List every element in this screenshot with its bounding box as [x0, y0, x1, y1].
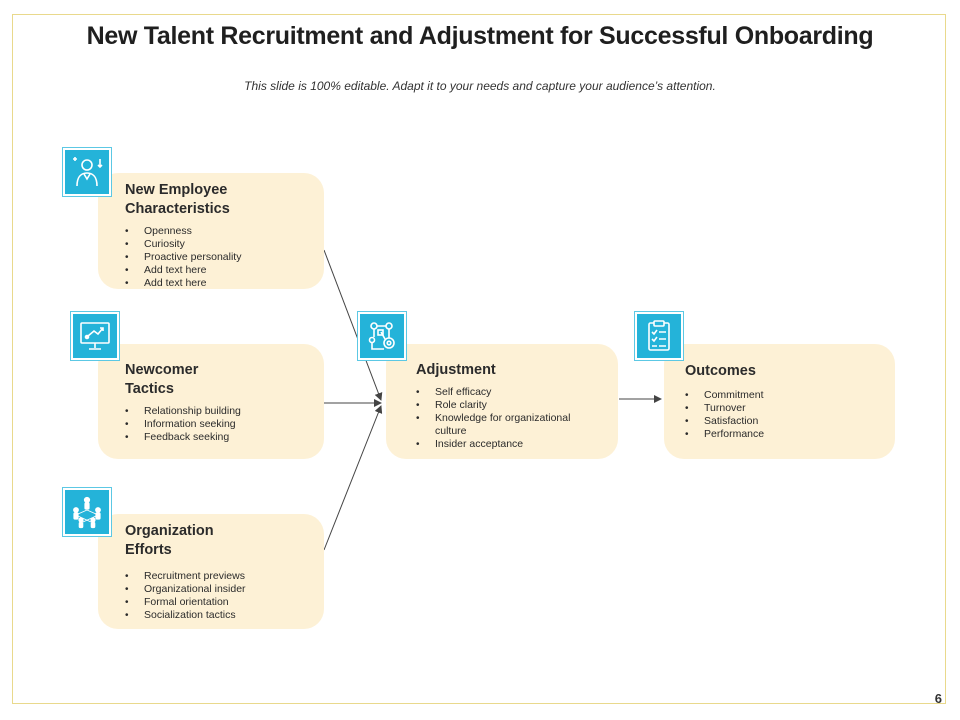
- employee-traits-icon: [62, 147, 112, 197]
- list-item: Satisfaction: [685, 415, 879, 428]
- list-item: Curiosity: [125, 238, 308, 251]
- list-item: Feedback seeking: [125, 431, 308, 444]
- bullet-list: Recruitment previews Organizational insi…: [125, 570, 308, 622]
- list-item: Add text here: [125, 264, 308, 277]
- card-title: Outcomes: [685, 363, 756, 379]
- list-item: Organizational insider: [125, 583, 308, 596]
- card-title: Organization Efforts: [125, 523, 214, 558]
- bullet-list: Commitment Turnover Satisfaction Perform…: [685, 389, 879, 441]
- list-item: Role clarity: [416, 399, 602, 412]
- arrow-efforts-to-adjustment: [323, 405, 383, 551]
- card-title: Newcomer Tactics: [125, 362, 199, 397]
- slide-title: New Talent Recruitment and Adjustment fo…: [86, 22, 874, 50]
- bullet-list: Self efficacy Role clarity Knowledge for…: [416, 386, 602, 451]
- bullet-list: Relationship building Information seekin…: [125, 405, 308, 444]
- card-new-employee-characteristics[interactable]: New Employee Characteristics Openness Cu…: [98, 173, 324, 290]
- list-item: Proactive personality: [125, 251, 308, 264]
- list-item: Socialization tactics: [125, 609, 308, 622]
- team-network-icon: [62, 487, 112, 537]
- strategy-board-icon: [70, 311, 120, 361]
- arrow-characteristics-to-adjustment: [323, 249, 383, 401]
- list-item: Performance: [685, 428, 879, 441]
- card-title: Adjustment: [416, 362, 496, 378]
- list-item: Self efficacy: [416, 386, 602, 399]
- list-item: Relationship building: [125, 405, 308, 418]
- list-item: Insider acceptance: [416, 438, 602, 451]
- list-item: Knowledge for organizational: [416, 412, 602, 425]
- list-item: Turnover: [685, 402, 879, 415]
- list-item: Recruitment previews: [125, 570, 308, 583]
- card-adjustment[interactable]: Adjustment Self efficacy Role clarity Kn…: [386, 344, 618, 459]
- card-title: New Employee Characteristics: [125, 182, 230, 217]
- list-item: culture: [435, 425, 467, 437]
- card-newcomer-tactics[interactable]: Newcomer Tactics Relationship building I…: [98, 344, 324, 459]
- slide-subtitle: This slide is 100% editable. Adapt it to…: [244, 79, 716, 93]
- list-item: Information seeking: [125, 418, 308, 431]
- bullet-list: Openness Curiosity Proactive personality…: [125, 225, 308, 290]
- gears-icon: [357, 311, 407, 361]
- list-item: Add text here: [125, 277, 308, 290]
- list-item: Openness: [125, 225, 308, 238]
- card-organization-efforts[interactable]: Organization Efforts Recruitment preview…: [98, 514, 324, 629]
- list-item: Formal orientation: [125, 596, 308, 609]
- slide-frame: [12, 14, 946, 704]
- card-outcomes[interactable]: Outcomes Commitment Turnover Satisfactio…: [664, 344, 895, 459]
- list-item: Commitment: [685, 389, 879, 402]
- clipboard-checklist-icon: [634, 311, 684, 361]
- page-number: 6: [934, 691, 942, 706]
